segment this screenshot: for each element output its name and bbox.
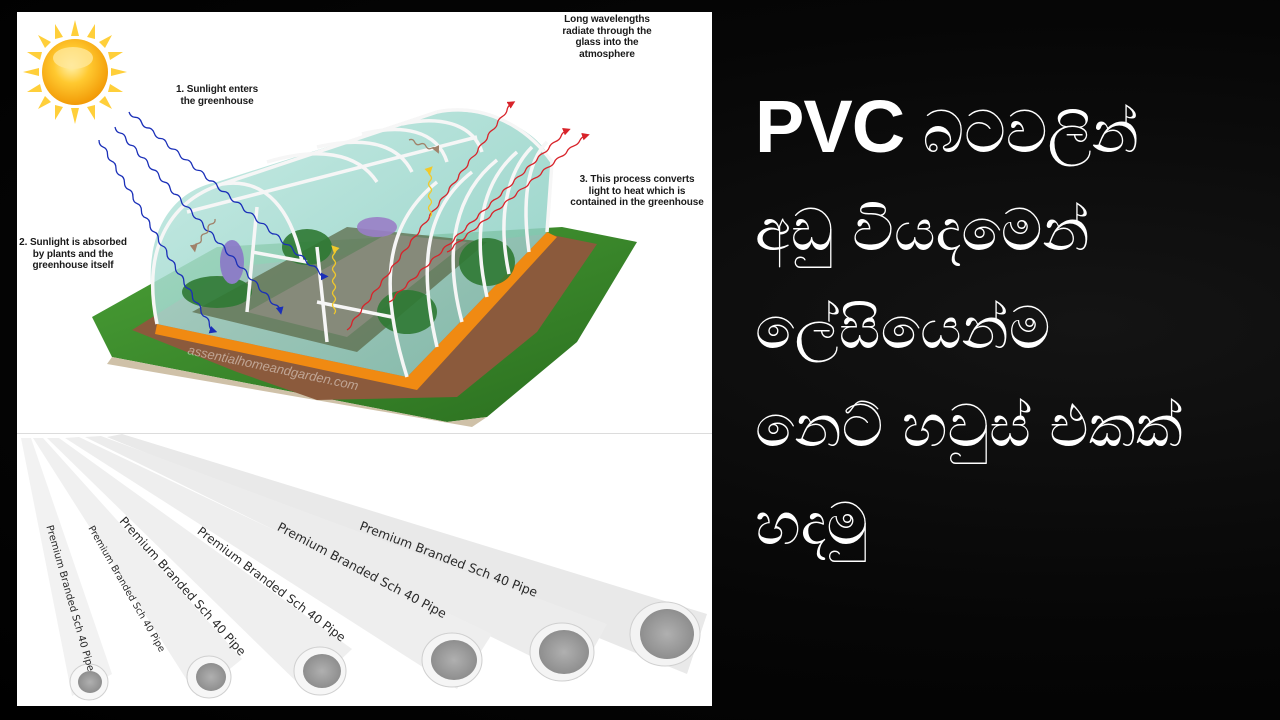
title-line-4: නෙට් හවුස් එකක් bbox=[755, 392, 1183, 460]
title-line-1-sinhala: බටවලින් bbox=[922, 98, 1139, 166]
greenhouse-diagram: assentialhomeandgarden.com 1. Sunlight e… bbox=[17, 12, 712, 432]
title-line-5: හදමු bbox=[755, 490, 869, 558]
sun-icon bbox=[23, 20, 127, 124]
title-line-3: ලේසියෙන්ම bbox=[755, 294, 1051, 362]
image-panel: assentialhomeandgarden.com 1. Sunlight e… bbox=[17, 12, 712, 706]
thumbnail-title: PVC බටවලින් අඩු වියදමෙන් ලේසියෙන්ම නෙට් … bbox=[755, 78, 1255, 573]
image-divider bbox=[17, 433, 712, 434]
title-line-1: PVC බටවලින් bbox=[755, 78, 1255, 181]
title-pvc: PVC bbox=[755, 85, 905, 168]
greenhouse-illustration: assentialhomeandgarden.com bbox=[23, 20, 637, 427]
pvc-pipes-photo: Premium Branded Sch 40 Pipe Premium Bran… bbox=[17, 434, 712, 706]
pvc-pipes-illustration bbox=[21, 434, 707, 701]
title-line-2: අඩු වියදමෙන් bbox=[755, 196, 1090, 264]
